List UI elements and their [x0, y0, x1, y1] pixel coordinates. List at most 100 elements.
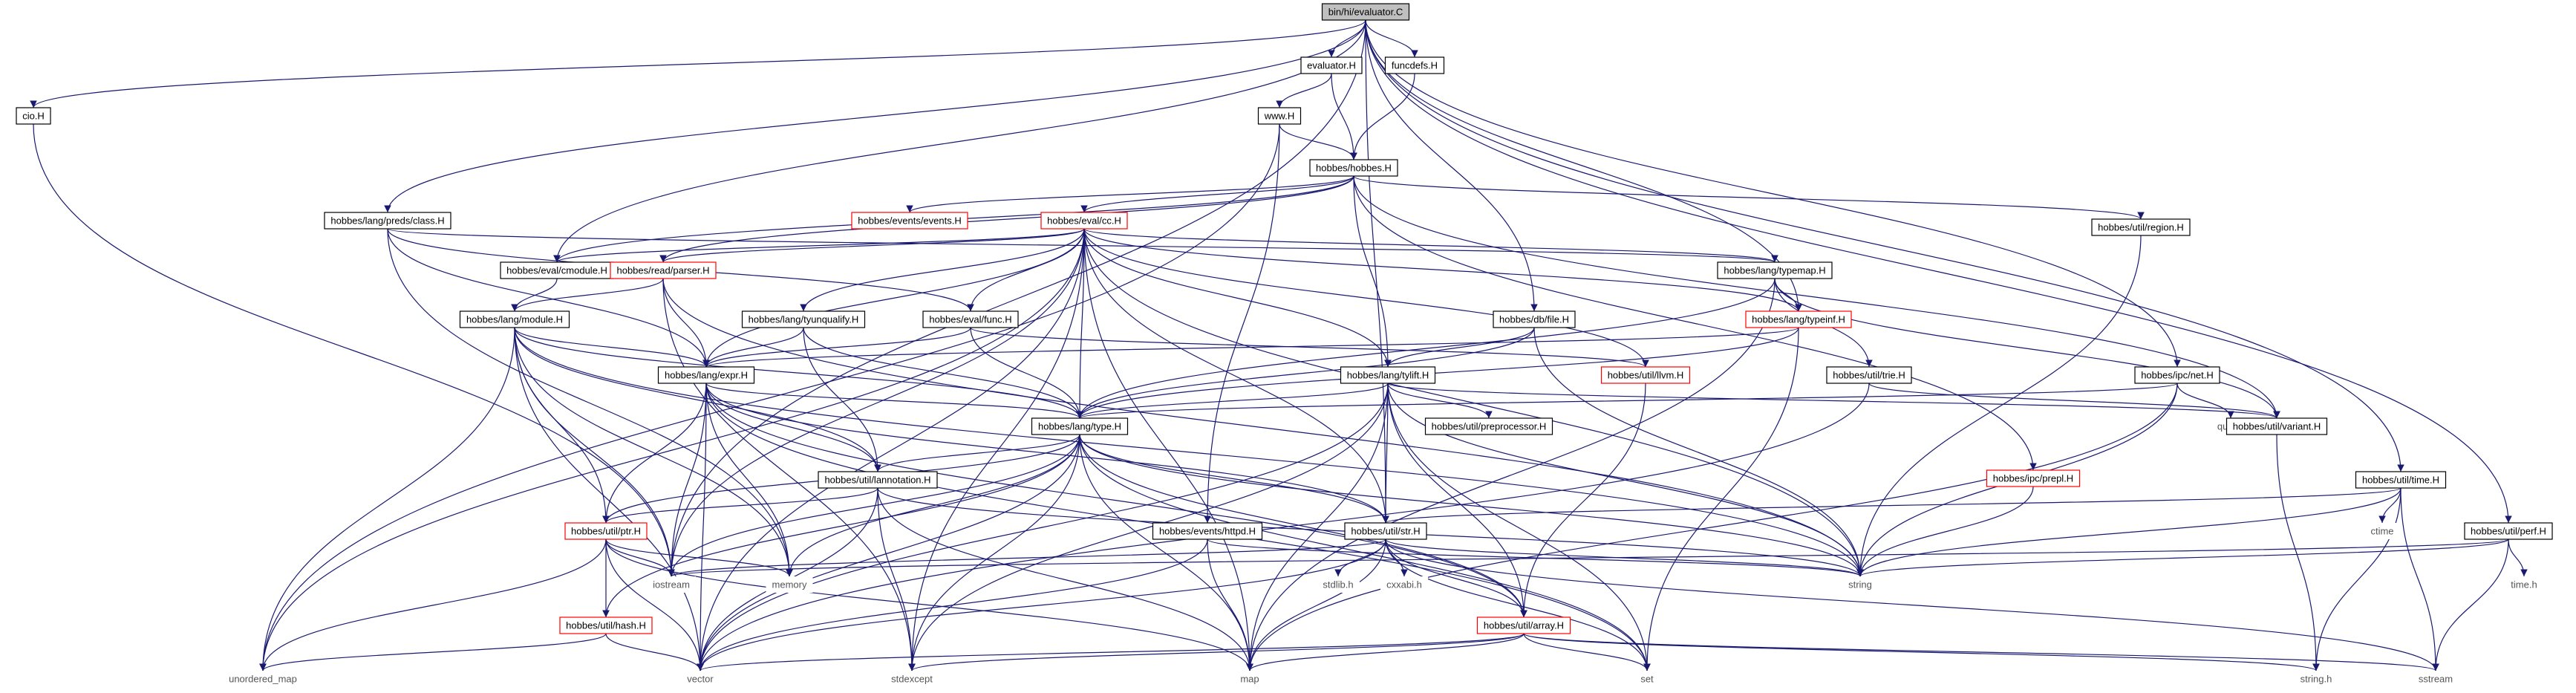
edge-ipcnet-to-type — [1076, 383, 2178, 419]
node-label: hobbes/db/file.H — [1499, 314, 1569, 325]
node-perf[interactable]: hobbes/util/perf.H — [2464, 522, 2553, 540]
edge-preds_class-to-expr — [387, 228, 710, 368]
edge-root-to-cio — [30, 19, 1366, 108]
edge-tylift-to-vector — [697, 383, 1389, 671]
node-stdlib[interactable]: stdlib.h — [1317, 576, 1360, 593]
edge-type-to-str — [1079, 434, 1389, 524]
node-label: stdexcept — [891, 674, 933, 685]
node-box — [16, 107, 51, 125]
edge-root-to-funcdefs — [1365, 19, 1418, 58]
node-array[interactable]: hobbes/util/array.H — [1476, 616, 1571, 634]
node-box — [1309, 159, 1398, 177]
node-label: hobbes/lang/module.H — [466, 314, 563, 325]
node-hobbes[interactable]: hobbes/hobbes.H — [1309, 159, 1398, 177]
edge-expr-to-type — [705, 383, 1083, 419]
edge-module-to-vector — [514, 327, 704, 671]
edge-ptr-to-vector — [605, 539, 704, 671]
node-label: hobbes/util/region.H — [2098, 222, 2184, 233]
edge-root-to-preds_class — [384, 19, 1366, 213]
node-timeh[interactable]: time.h — [2505, 576, 2543, 593]
node-llvm[interactable]: hobbes/util/llvm.H — [1600, 366, 1691, 384]
node-label: set — [1640, 674, 1654, 685]
node-funcdefs[interactable]: funcdefs.H — [1384, 56, 1445, 74]
node-variant[interactable]: hobbes/util/variant.H — [2226, 417, 2328, 435]
node-cxxabi[interactable]: cxxabi.h — [1380, 576, 1428, 593]
node-vector[interactable]: vector — [681, 671, 720, 687]
node-preds-class[interactable]: hobbes/lang/preds/class.H — [324, 212, 451, 230]
node-label: string — [1848, 579, 1872, 590]
node-events[interactable]: hobbes/events/events.H — [851, 212, 968, 230]
edge-evaluator-to-hobbes — [1331, 73, 1357, 160]
edge-evalcc-to-str — [1083, 228, 1389, 524]
node-type[interactable]: hobbes/lang/type.H — [1031, 417, 1129, 435]
edge-evalcc-to-vector — [697, 228, 1085, 671]
node-box — [1380, 576, 1428, 593]
edge-str-to-iostream — [668, 539, 1386, 577]
node-tyunqualify[interactable]: hobbes/lang/tyunqualify.H — [741, 310, 866, 328]
node-box — [324, 212, 451, 230]
node-root[interactable]: bin/hi/evaluator.C — [1321, 3, 1410, 21]
node-stdexcept[interactable]: stdexcept — [885, 671, 939, 687]
node-label: hobbes/events/httpd.H — [1159, 526, 1256, 537]
node-label: hobbes/util/time.H — [2362, 475, 2439, 486]
node-sstream[interactable]: sstream — [2412, 671, 2459, 687]
node-typemap[interactable]: hobbes/lang/typemap.H — [1717, 261, 1833, 279]
edge-hash-to-vector — [605, 633, 704, 671]
node-set[interactable]: set — [1632, 671, 1662, 687]
node-region[interactable]: hobbes/util/region.H — [2091, 218, 2191, 236]
node-string[interactable]: string — [1842, 576, 1878, 593]
edge-root-to-dbfile — [1365, 19, 1538, 312]
node-evalcc[interactable]: hobbes/eval/cc.H — [1040, 212, 1128, 230]
node-label: ctime — [2370, 526, 2393, 537]
node-map[interactable]: map — [1234, 671, 1265, 687]
node-label: hobbes/lang/preds/class.H — [330, 215, 444, 227]
node-www[interactable]: www.H — [1257, 107, 1302, 125]
node-unordered-map[interactable]: unordered_map — [223, 671, 303, 687]
node-memory[interactable]: memory — [766, 576, 813, 593]
node-typeinf[interactable]: hobbes/lang/typeinf.H — [1745, 310, 1852, 328]
node-parser[interactable]: hobbes/read/parser.H — [610, 261, 717, 279]
node-label: string.h — [2301, 674, 2332, 685]
node-ipcnet[interactable]: hobbes/ipc/net.H — [2134, 366, 2220, 384]
node-ctime[interactable]: ctime — [2364, 523, 2400, 539]
edge-str-to-set — [1385, 539, 1651, 671]
node-annotation[interactable]: hobbes/util/lannotation.H — [818, 471, 938, 489]
edge-str-to-vector — [697, 539, 1386, 671]
node-module[interactable]: hobbes/lang/module.H — [459, 310, 570, 328]
node-cmodule[interactable]: hobbes/eval/cmodule.H — [500, 261, 614, 279]
node-box — [741, 310, 866, 328]
edge-type-to-vector — [697, 434, 1080, 671]
node-box — [1340, 366, 1436, 384]
node-preprocessor[interactable]: hobbes/util/preprocessor.H — [1424, 417, 1553, 435]
node-trie[interactable]: hobbes/util/trie.H — [1826, 366, 1912, 384]
node-cio[interactable]: cio.H — [16, 107, 51, 125]
node-httpd[interactable]: hobbes/events/httpd.H — [1152, 522, 1263, 540]
edge-array-to-vector — [697, 633, 1525, 671]
node-label: hobbes/lang/tylift.H — [1347, 370, 1429, 381]
node-expr[interactable]: hobbes/lang/expr.H — [657, 366, 755, 384]
node-evalfunc[interactable]: hobbes/eval/func.H — [922, 310, 1019, 328]
edge-httpd-to-string — [1207, 539, 1864, 577]
node-stringh[interactable]: string.h — [2294, 671, 2338, 687]
node-prepl[interactable]: hobbes/ipc/prepl.H — [1986, 469, 2081, 487]
node-evaluator[interactable]: evaluator.H — [1300, 56, 1363, 74]
node-label: hobbes/util/llvm.H — [1608, 370, 1684, 381]
edge-expr-to-iostream — [668, 383, 707, 577]
node-hash[interactable]: hobbes/util/hash.H — [559, 616, 653, 634]
edge-root-to-time — [1365, 19, 2404, 472]
node-ptr[interactable]: hobbes/util/ptr.H — [564, 522, 648, 540]
node-str[interactable]: hobbes/util/str.H — [1344, 522, 1427, 540]
node-time[interactable]: hobbes/util/time.H — [2355, 471, 2447, 489]
node-box — [1234, 671, 1265, 687]
node-box — [1317, 576, 1360, 593]
node-label: bin/hi/evaluator.C — [1328, 7, 1403, 18]
node-iostream[interactable]: iostream — [647, 576, 696, 593]
node-dbfile[interactable]: hobbes/db/file.H — [1493, 310, 1576, 328]
edge-funcdefs-to-hobbes — [1350, 73, 1415, 160]
edge-ipcnet-to-map — [1246, 383, 2178, 671]
node-label: hobbes/eval/cc.H — [1047, 215, 1121, 227]
edge-ipcnet-to-queue — [2176, 383, 2234, 419]
edge-tylift-to-string — [1387, 383, 1864, 577]
node-tylift[interactable]: hobbes/lang/tylift.H — [1340, 366, 1436, 384]
